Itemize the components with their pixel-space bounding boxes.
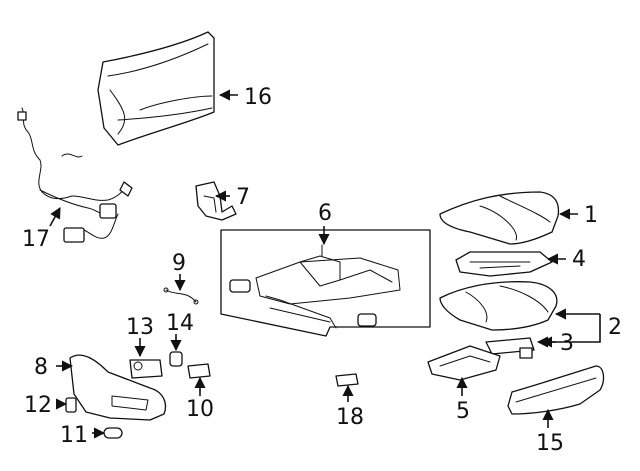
leader-lines: [49, 89, 601, 439]
seat-cushion-cover-icon: [439, 191, 560, 245]
seat-back-panel-icon: [97, 31, 215, 146]
callout-labels: 16 17 7 6 1 4 2 3 5 15 8 13 14 10 12 11 …: [22, 85, 622, 456]
callout-10: 10: [186, 397, 214, 422]
heater-pad-icon: [455, 251, 553, 277]
bracket-tray-icon: [427, 345, 501, 381]
callout-5: 5: [456, 399, 470, 424]
connector-icon: [335, 373, 359, 387]
cap-icon: [103, 427, 123, 439]
callout-16: 16: [244, 85, 272, 110]
switch-icon: [187, 363, 211, 379]
callout-2: 2: [608, 315, 622, 340]
callout-9: 9: [172, 251, 186, 276]
callout-6: 6: [318, 201, 332, 226]
callout-11: 11: [60, 423, 88, 448]
clip-icon: [65, 397, 77, 413]
callout-13: 13: [126, 315, 154, 340]
cable-icon: [163, 287, 199, 305]
seat-cushion-pad-icon: [439, 281, 558, 331]
switch-bezel-icon: [129, 359, 163, 379]
callout-15: 15: [536, 431, 564, 456]
wire-harness-icon: [17, 107, 133, 243]
callout-8: 8: [34, 355, 48, 380]
callout-1: 1: [584, 203, 598, 228]
callout-14: 14: [166, 311, 194, 336]
knob-icon: [169, 351, 183, 367]
side-trim-panel-icon: [507, 365, 605, 415]
seat-adjuster-frame-icon: [220, 229, 431, 337]
callout-4: 4: [572, 247, 586, 272]
callout-7: 7: [236, 185, 250, 210]
callout-3: 3: [560, 331, 574, 356]
callout-18: 18: [336, 405, 364, 430]
bracket-icon: [195, 181, 237, 221]
callout-17: 17: [22, 227, 50, 252]
outer-shield-icon: [69, 354, 167, 421]
callout-12: 12: [24, 393, 52, 418]
